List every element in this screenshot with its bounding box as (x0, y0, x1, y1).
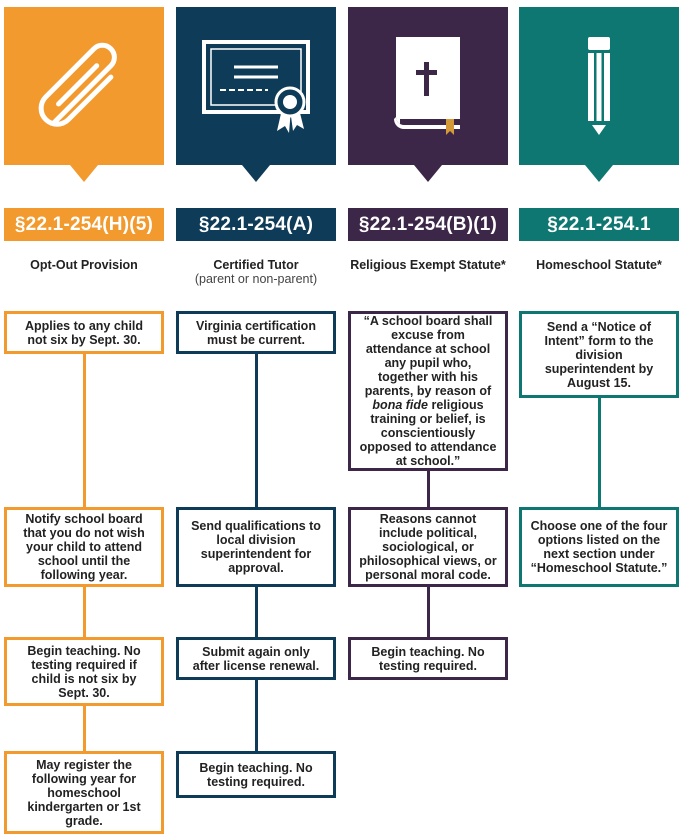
connector-line (255, 352, 258, 512)
step-box: Reasons cannot include political, sociol… (348, 507, 508, 587)
step-box: Send a “Notice of Intent” form to the di… (519, 311, 679, 398)
connector-line (427, 468, 430, 512)
statute-code: §22.1-254(B)(1) (348, 208, 508, 241)
step-box: May register the following year for home… (4, 751, 164, 834)
step-box: “A school board shall excuse from attend… (348, 311, 508, 471)
column-religious-exempt: §22.1-254(B)(1) Religious Exempt Statute… (348, 0, 508, 836)
statute-code: §22.1-254(A) (176, 208, 336, 241)
paperclip-icon (38, 42, 117, 127)
connector-line (427, 584, 430, 639)
column-certified-tutor: §22.1-254(A) Certified Tutor(parent or n… (176, 0, 336, 836)
bible-icon (394, 37, 460, 135)
column-title: Homeschool Statute* (536, 258, 662, 272)
statute-code: §22.1-254(H)(5) (4, 208, 164, 241)
column-title: Opt-Out Provision (30, 258, 138, 272)
column-subtitle: (parent or non-parent) (194, 272, 318, 286)
certified-tutor-banner (176, 7, 336, 184)
connector-line (255, 678, 258, 754)
step-box: Begin teaching. No testing required. (176, 751, 336, 798)
religious-quote: “A school board shall excuse from attend… (359, 314, 497, 468)
step-box: Begin teaching. No testing required. (348, 637, 508, 680)
step-box: Send qualifications to local division su… (176, 507, 336, 587)
column-title: Religious Exempt Statute* (350, 258, 506, 272)
connector-line (255, 584, 258, 639)
step-box: Submit again only after license renewal. (176, 637, 336, 680)
column-homeschool: §22.1-254.1 Homeschool Statute* Send a “… (519, 0, 679, 836)
step-box: Notify school board that you do not wish… (4, 507, 164, 587)
step-box: Virginia certification must be current. (176, 311, 336, 354)
connector-line (83, 703, 86, 753)
step-box: Begin teaching. No testing required if c… (4, 637, 164, 706)
connector-line (598, 395, 601, 512)
statute-code: §22.1-254.1 (519, 208, 679, 241)
homeschool-banner (519, 7, 679, 184)
certificate-icon (202, 40, 310, 133)
opt-out-banner (4, 7, 164, 184)
step-box: Choose one of the four options listed on… (519, 507, 679, 587)
column-opt-out: §22.1-254(H)(5) Opt-Out Provision Applie… (4, 0, 164, 836)
pencil-icon (588, 37, 610, 135)
connector-line (83, 584, 86, 639)
step-box: Applies to any child not six by Sept. 30… (4, 311, 164, 354)
connector-line (83, 352, 86, 512)
column-title: Certified Tutor(parent or non-parent) (176, 258, 336, 286)
religious-exempt-banner (348, 7, 508, 184)
